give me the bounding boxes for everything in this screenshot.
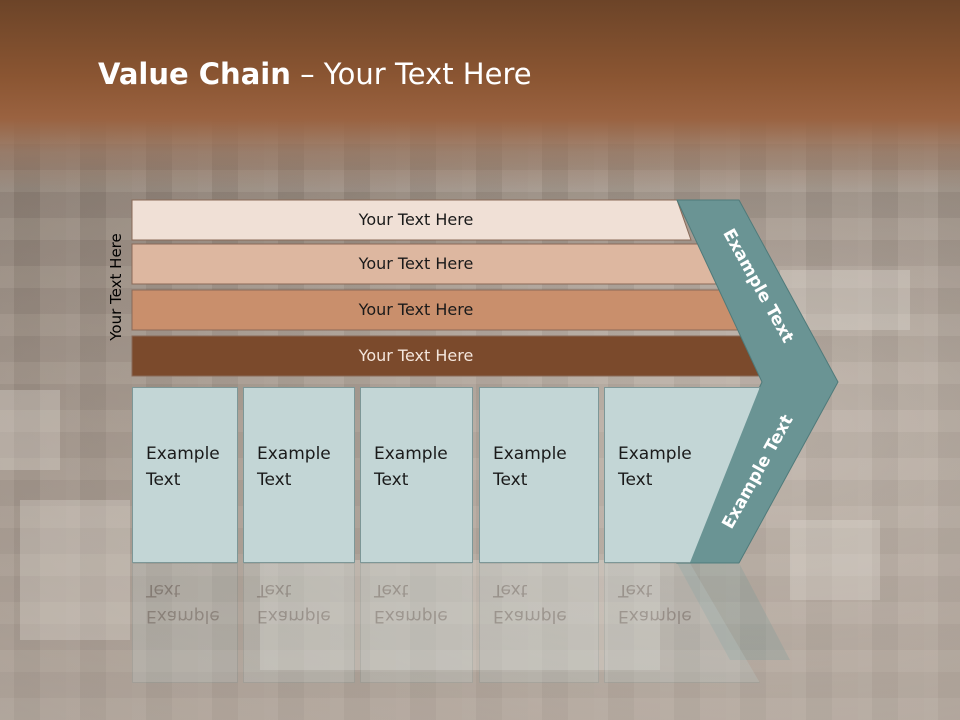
bar-label-1: Your Text Here bbox=[358, 210, 474, 229]
slide-title: Value Chain – Your Text Here bbox=[98, 52, 532, 96]
header-band bbox=[0, 0, 960, 190]
bar-label-3: Your Text Here bbox=[358, 300, 474, 319]
title-rest: – Your Text Here bbox=[290, 57, 532, 91]
chevron-arrow bbox=[676, 199, 839, 564]
box-line-1: Example bbox=[374, 444, 448, 464]
box-line-2: Text bbox=[618, 470, 653, 490]
bar-1 bbox=[131, 199, 692, 241]
box-line-1: Example bbox=[257, 444, 331, 464]
title-bold: Value Chain bbox=[98, 57, 291, 91]
box-line-1: Example bbox=[618, 444, 692, 464]
box-line-2: Text bbox=[257, 470, 292, 490]
box-line-2: Text bbox=[374, 470, 409, 490]
box-line-2: Text bbox=[146, 470, 181, 490]
box-line-1: Example bbox=[146, 444, 220, 464]
bar-label-2: Your Text Here bbox=[358, 254, 474, 273]
box-line-2: Text bbox=[493, 470, 528, 490]
box-line-1: Example bbox=[493, 444, 567, 464]
bar-label-4: Your Text Here bbox=[358, 346, 474, 365]
arrow-reflection bbox=[677, 563, 790, 660]
